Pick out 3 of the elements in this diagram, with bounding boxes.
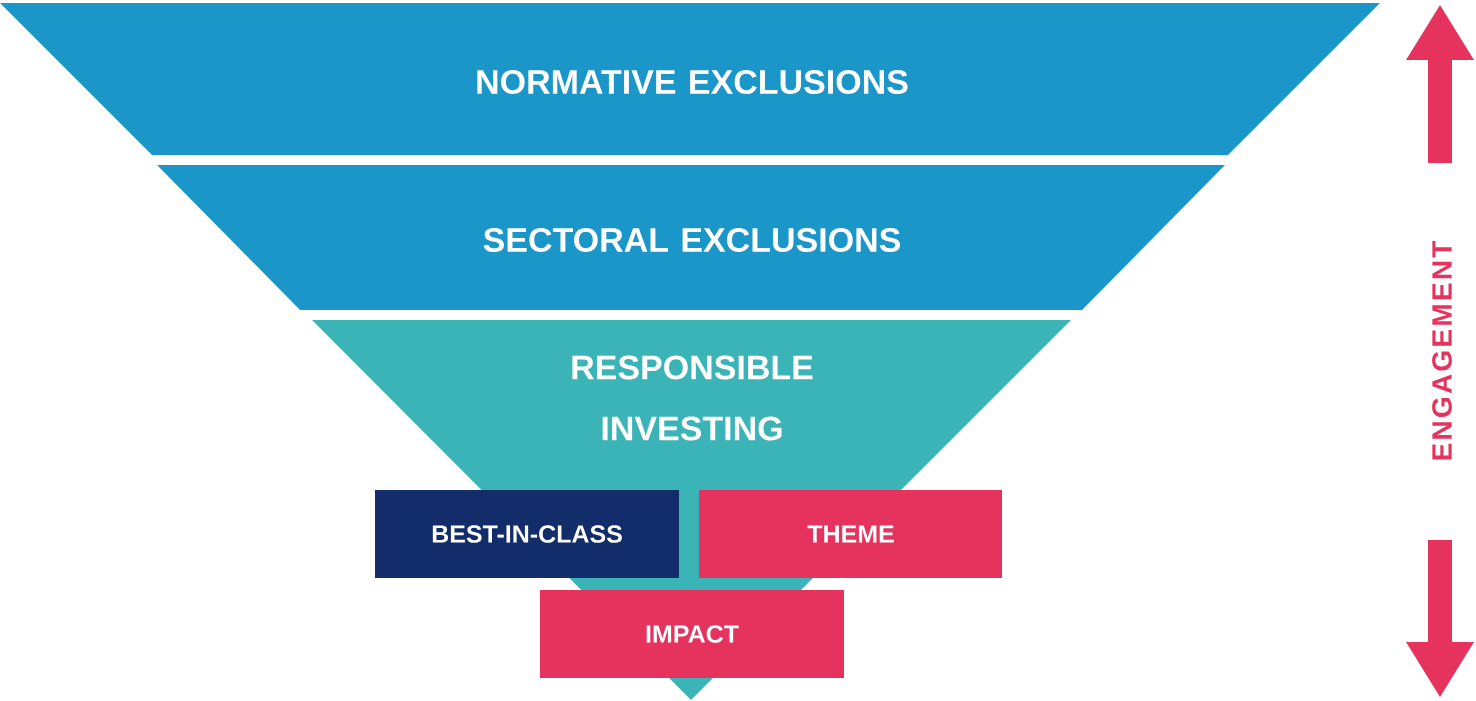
funnel-band: NORMATIVE EXCLUSIONS: [0, 3, 1380, 155]
funnel-band: SECTORAL EXCLUSIONS: [157, 165, 1225, 310]
axis-label: ENGAGEMENT: [1432, 240, 1452, 460]
